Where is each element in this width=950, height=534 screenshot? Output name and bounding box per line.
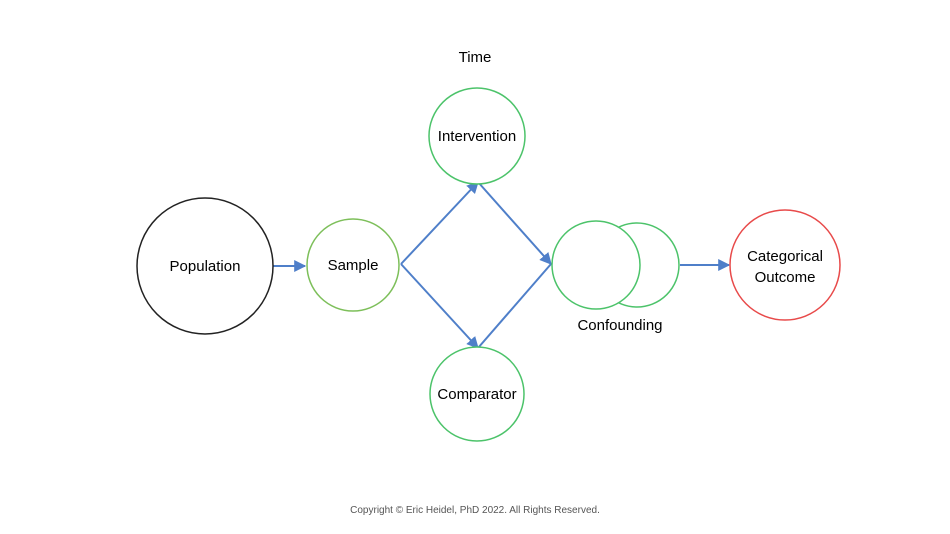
population-node	[136, 197, 274, 335]
outcome-label-line1: Categorical	[747, 248, 823, 265]
copyright-notice: Copyright © Eric Heidel, PhD 2022. All R…	[350, 505, 600, 516]
time-label: Time	[459, 49, 492, 66]
comparator-node	[429, 346, 525, 442]
arrow-sample-to-intervention	[400, 181, 479, 265]
sample-label: Sample	[328, 257, 379, 274]
confounding-node-front	[551, 220, 641, 310]
comparator-label: Comparator	[437, 386, 516, 403]
arrow-sample-to-comparator	[400, 263, 479, 349]
intervention-label: Intervention	[438, 128, 516, 145]
sample-node	[306, 218, 400, 312]
arrow-comparator-to-confounding	[477, 263, 552, 349]
arrow-intervention-to-confounding	[477, 181, 552, 265]
population-label: Population	[170, 258, 241, 275]
outcome-node	[729, 209, 841, 321]
confounding-label: Confounding	[577, 317, 662, 334]
outcome-label-line2: Outcome	[755, 269, 816, 286]
intervention-node	[428, 87, 526, 185]
